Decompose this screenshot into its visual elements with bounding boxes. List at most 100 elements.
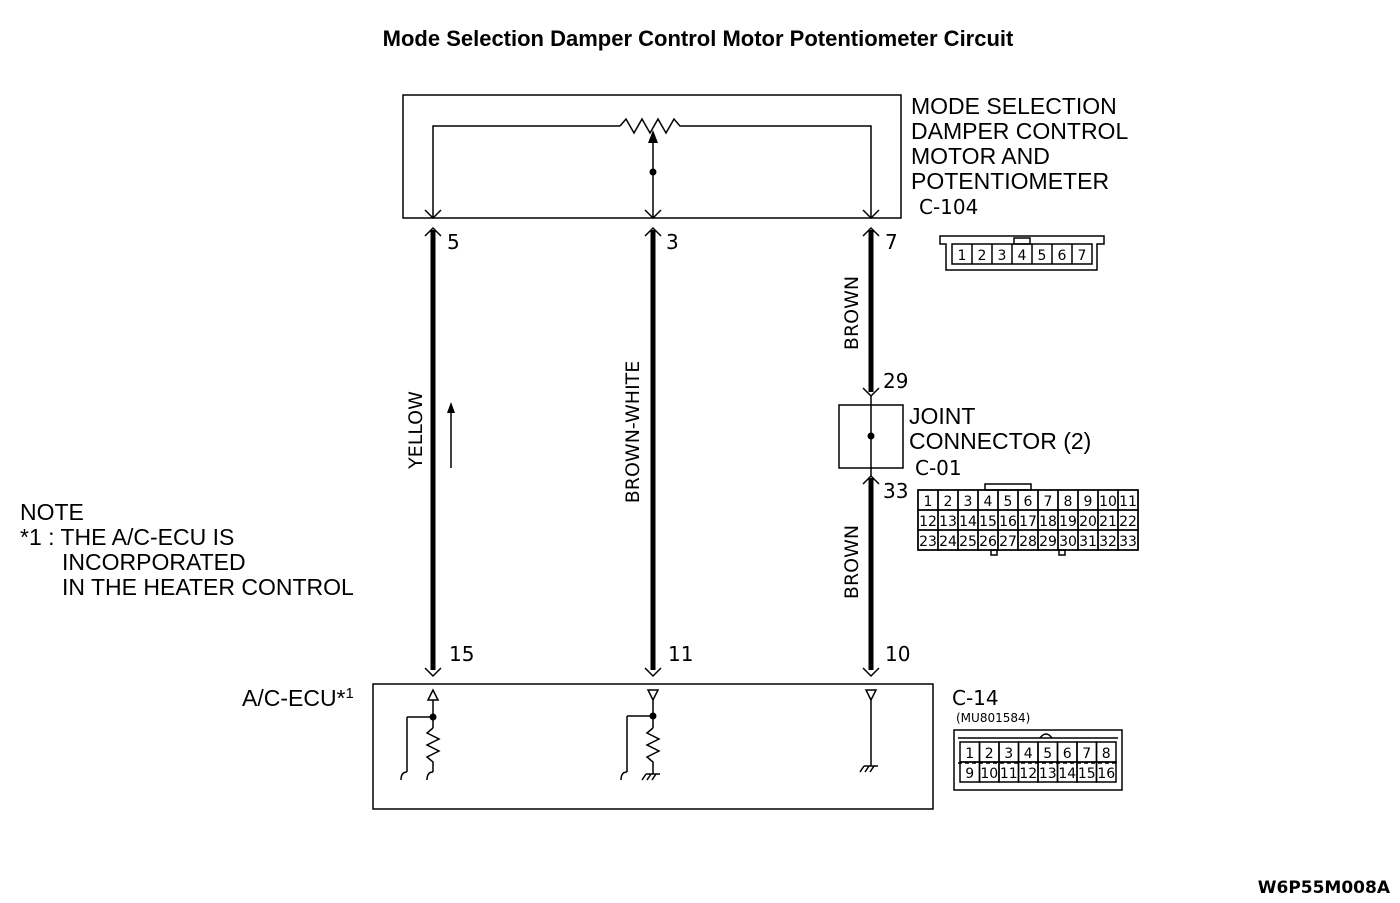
ecu-ground-circuit [859,689,878,773]
c14-pin: 1 [965,746,974,762]
ecu-input-circuit-2 [620,689,661,781]
wire-yellow-top-pin: 5 [447,230,460,254]
c01-pin: 29 [1039,534,1057,550]
connector-mark [424,209,442,220]
connector-mark [862,474,880,485]
c104-pin: 3 [998,248,1007,264]
potentiometer-internal-wire [432,125,872,218]
c14-pin: 10 [980,766,998,782]
wire-brown-bottom-pin: 10 [885,642,910,666]
motor-label: MODE SELECTION DAMPER CONTROL MOTOR AND … [911,93,1134,194]
note-heading: NOTE [20,499,84,525]
c14-pin: 11 [1000,766,1018,782]
c104-pin: 4 [1018,248,1027,264]
c01-pin: 33 [1119,534,1137,550]
wire-yellow-label: YELLOW [405,391,427,470]
c104-pin: 1 [958,248,967,264]
c01-pin: 3 [964,494,973,510]
wiper-arrow [648,130,658,143]
c01-pin: 16 [999,514,1017,530]
c01-pin: 23 [919,534,937,550]
wire-yellow-bottom-pin: 15 [449,642,474,666]
connector-mark [644,209,662,220]
c01-pin: 18 [1039,514,1057,530]
ecu-box [372,683,934,810]
connector-mark [862,667,880,678]
c01-pin: 12 [919,514,937,530]
wire-brown-lower-label: BROWN [841,525,863,599]
c01-pin: 8 [1064,494,1073,510]
motor-connector-code: C-104 [919,195,978,219]
c14-pin: 6 [1063,746,1072,762]
c01-pin: 25 [959,534,977,550]
c14-pin: 13 [1039,766,1057,782]
c01-pin: 17 [1019,514,1037,530]
c01-pin: 31 [1079,534,1097,550]
c01-pin: 6 [1024,494,1033,510]
signal-arrow-head [447,402,455,413]
c14-pin: 8 [1102,746,1111,762]
c01-pin: 7 [1044,494,1053,510]
ecu-part-number: (MU801584) [956,711,1030,725]
note-line: *1 : THE A/C-ECU IS [20,524,234,550]
connector-c104-face: 1 2 3 4 5 6 7 [939,235,1105,271]
note-line: INCORPORATED [62,549,246,575]
ecu-label: A/C-ECU*1 [242,685,354,711]
wire-brown-top-pin: 7 [885,230,898,254]
c01-pin: 10 [1099,494,1117,510]
ecu-input-circuit-1 [400,688,441,781]
connector-mark [862,209,880,220]
ecu-connector-code: C-14 [952,686,999,710]
c01-pin: 27 [999,534,1017,550]
c14-pin: 9 [965,766,974,782]
connector-mark [862,226,880,237]
c14-pin: 3 [1004,746,1013,762]
c01-pin: 32 [1099,534,1117,550]
c01-pin: 19 [1059,514,1077,530]
c14-pin: 12 [1019,766,1037,782]
c01-pin: 21 [1099,514,1117,530]
c14-cell [1095,761,1117,783]
connector-mark [424,667,442,678]
diagram-title: Mode Selection Damper Control Motor Pote… [383,26,1014,51]
c01-pin: 28 [1019,534,1037,550]
joint-connector-code: C-01 [915,456,962,480]
c14-pin: 15 [1078,766,1096,782]
c14-pin: 16 [1097,766,1115,782]
c01-pin: 26 [979,534,997,550]
joint-connector-label: JOINT CONNECTOR (2) [909,403,1091,454]
wire-brown-white-bottom-pin: 11 [668,642,693,666]
c01-pin: 5 [1004,494,1013,510]
c14-pin: 7 [1082,746,1091,762]
wire-brown-upper-label: BROWN [841,276,863,350]
potentiometer-resistor-symbol [619,117,686,135]
motor-box [402,94,902,219]
connector-mark [424,226,442,237]
c01-pin: 4 [984,494,993,510]
c01-pin: 11 [1119,494,1137,510]
joint-pin-in: 29 [883,369,908,393]
c104-pin: 7 [1078,248,1087,264]
c01-pin: 22 [1119,514,1137,530]
c01-pin: 24 [939,534,957,550]
note-line: IN THE HEATER CONTROL [62,574,354,600]
c01-cell [1117,529,1139,551]
c01-pin: 15 [979,514,997,530]
connector-mark [644,667,662,678]
wire-brown-white-label: BROWN-WHITE [622,361,644,504]
figure-code: W6P55M008A [1258,878,1391,898]
c14-pin: 5 [1043,746,1052,762]
wiper-node [649,168,657,176]
c104-pin: 5 [1038,248,1047,264]
c14-pin: 2 [985,746,994,762]
c01-pin: 2 [944,494,953,510]
c01-pin: 20 [1079,514,1097,530]
c14-pin: 4 [1024,746,1033,762]
c01-pin: 30 [1059,534,1077,550]
c01-pin: 9 [1084,494,1093,510]
c01-pin: 13 [939,514,957,530]
c01-pin: 14 [959,514,977,530]
